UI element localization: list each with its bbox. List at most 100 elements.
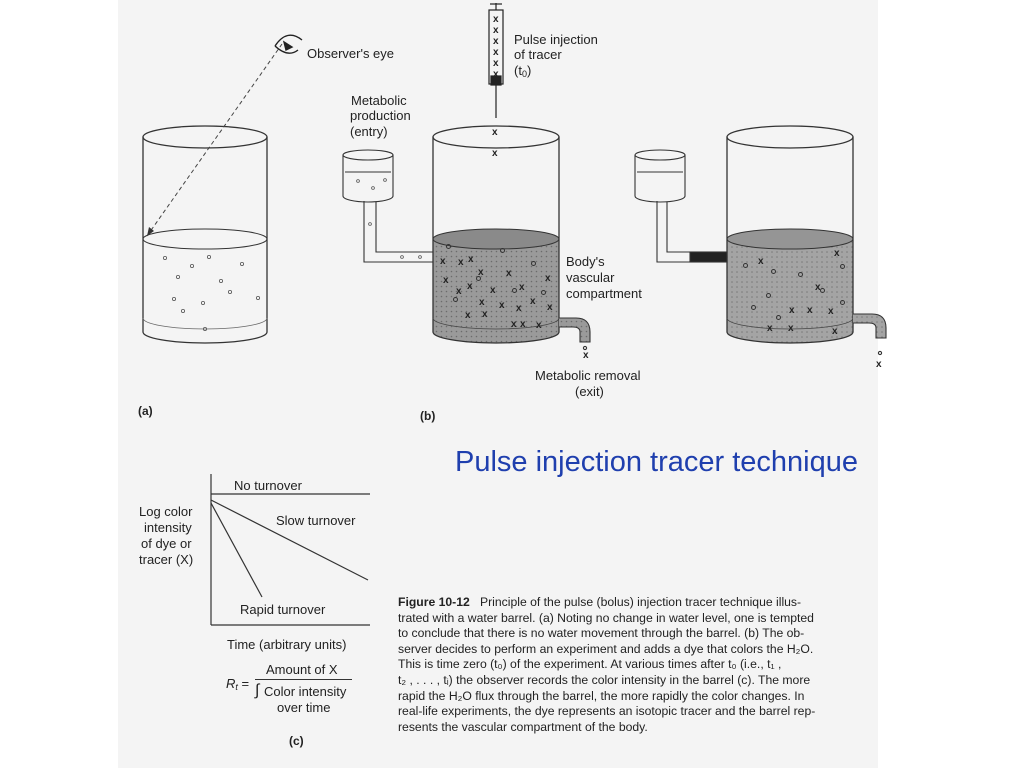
tracer-x-mark: x xyxy=(493,25,499,36)
line-rapid-turnover xyxy=(210,502,263,598)
label-slow-turnover: Slow turnover xyxy=(276,513,356,528)
exit-pipe-c xyxy=(853,313,887,356)
tracer-x-mark: x xyxy=(832,326,838,337)
graph-xlabel: Time (arbitrary units) xyxy=(227,637,347,652)
graph-c xyxy=(210,474,370,626)
tracer-x-mark: x xyxy=(493,58,499,69)
caption-line-2: trated with a water barrel. (a) Noting n… xyxy=(398,610,814,625)
tracer-x-mark: x xyxy=(506,268,512,279)
tracer-x-mark: x xyxy=(519,282,525,293)
formula-numerator: Amount of X xyxy=(266,662,338,677)
figure-number: Figure 10-12 xyxy=(398,595,470,609)
pipe-bubbles-b xyxy=(356,178,422,259)
tracer-x-mark: x xyxy=(815,282,821,293)
barrel-a xyxy=(142,125,268,344)
tracer-x-mark: x xyxy=(767,323,773,334)
water-particle xyxy=(512,288,517,293)
caption-line-4: server decides to perform an experiment … xyxy=(398,641,814,656)
tracer-x-mark: x xyxy=(511,319,517,330)
water-particle xyxy=(771,269,776,274)
caption-line-3: to conclude that there is no water movem… xyxy=(398,626,805,641)
tracer-x-mark: x xyxy=(493,14,499,25)
tracer-x-mark: x xyxy=(520,319,526,330)
water-particle xyxy=(798,272,803,277)
observer-eye-label: Observer's eye xyxy=(307,46,395,61)
tracer-x-mark: x xyxy=(536,320,542,331)
water-particle xyxy=(453,297,458,302)
entry-label-line2: production xyxy=(350,108,411,123)
graph-ylabel-line2: intensity xyxy=(144,520,192,535)
exit-label-line1: Metabolic removal xyxy=(535,368,641,383)
formula-denominator-line2: over time xyxy=(277,700,331,715)
vascular-label-line1: Body's xyxy=(566,254,605,269)
formula-lhs: Rt = xyxy=(226,676,250,692)
tracer-x-mark: x xyxy=(458,257,464,268)
label-rapid-turnover: Rapid turnover xyxy=(240,602,326,617)
barrel-c xyxy=(726,125,854,344)
tracer-x-mark: x xyxy=(479,297,485,308)
panel-label-a: (a) xyxy=(138,404,153,418)
caption-line-9: resents the vascular compartment of the … xyxy=(398,719,648,734)
tracer-x-mark: x xyxy=(468,254,474,265)
tracer-x-mark: x xyxy=(490,285,496,296)
water-particle xyxy=(751,305,756,310)
syringe-label-line1: Pulse injection xyxy=(514,32,598,47)
water-particle xyxy=(446,244,451,249)
caption-line-5: This is time zero (t₀) of the experiment… xyxy=(398,657,782,672)
tracer-x-mark: x xyxy=(876,359,882,370)
figure-caption: Figure 10-12 Principle of the pulse (bol… xyxy=(398,595,868,735)
tracer-x-mark: x xyxy=(478,267,484,278)
tracer-x-mark: x xyxy=(493,69,499,80)
formula-denominator: Color intensity xyxy=(264,684,347,699)
label-no-turnover: No turnover xyxy=(234,478,302,493)
tracer-x-mark: x xyxy=(547,302,553,313)
water-particle xyxy=(840,264,845,269)
tracer-x-mark: x xyxy=(583,350,589,361)
barrel-b xyxy=(432,125,560,344)
tracer-x-mark: x xyxy=(440,256,446,267)
tracer-x-mark: x xyxy=(492,127,498,138)
tracer-x-mark: x xyxy=(834,248,840,259)
water-particle xyxy=(776,315,781,320)
caption-line-1: Figure 10-12 Principle of the pulse (bol… xyxy=(398,595,802,609)
syringe-label-line2: of tracer xyxy=(514,47,562,62)
tracer-x-mark: x xyxy=(493,47,499,58)
graph-ylabel-line4: tracer (X) xyxy=(139,552,194,567)
tracer-x-mark: x xyxy=(492,148,498,159)
water-particle xyxy=(766,293,771,298)
water-particle xyxy=(476,276,481,281)
line-slow-turnover xyxy=(210,499,369,581)
tracer-x-mark: x xyxy=(443,275,449,286)
tracer-x-mark: x xyxy=(545,273,551,284)
caption-line-8: real-life experiments, the dye represent… xyxy=(398,704,816,719)
eye-icon xyxy=(274,34,303,54)
exit-label-line2: (exit) xyxy=(575,384,604,399)
panel-label-c: (c) xyxy=(289,734,304,748)
tracer-x-mark: x xyxy=(467,281,473,292)
tracer-x-mark: x xyxy=(758,256,764,267)
tracer-x-mark: x xyxy=(482,309,488,320)
graph-ylabel-line1: Log color xyxy=(139,504,193,519)
tracer-x-mark: x xyxy=(456,286,462,297)
water-bubbles-a xyxy=(162,254,260,331)
entry-label-line1: Metabolic xyxy=(351,93,407,108)
entry-cup-c xyxy=(634,149,728,263)
tracer-x-mark: x xyxy=(789,305,795,316)
tracer-x-mark: x xyxy=(499,300,505,311)
water-particle xyxy=(840,300,845,305)
entry-label-line3: (entry) xyxy=(350,124,388,139)
water-particle xyxy=(531,261,536,266)
tracer-x-mark: x xyxy=(493,36,499,47)
vascular-label-line3: compartment xyxy=(566,286,642,301)
tracer-x-mark: x xyxy=(828,306,834,317)
tracer-x-mark: x xyxy=(788,323,794,334)
water-particle xyxy=(500,248,505,253)
tracer-x-mark: x xyxy=(465,310,471,321)
water-particle xyxy=(541,290,546,295)
line-of-sight xyxy=(146,43,283,237)
tracer-x-mark: x xyxy=(530,296,536,307)
syringe-icon xyxy=(488,3,504,118)
vascular-label-line2: vascular xyxy=(566,270,615,285)
exit-pipe-b xyxy=(559,317,591,351)
